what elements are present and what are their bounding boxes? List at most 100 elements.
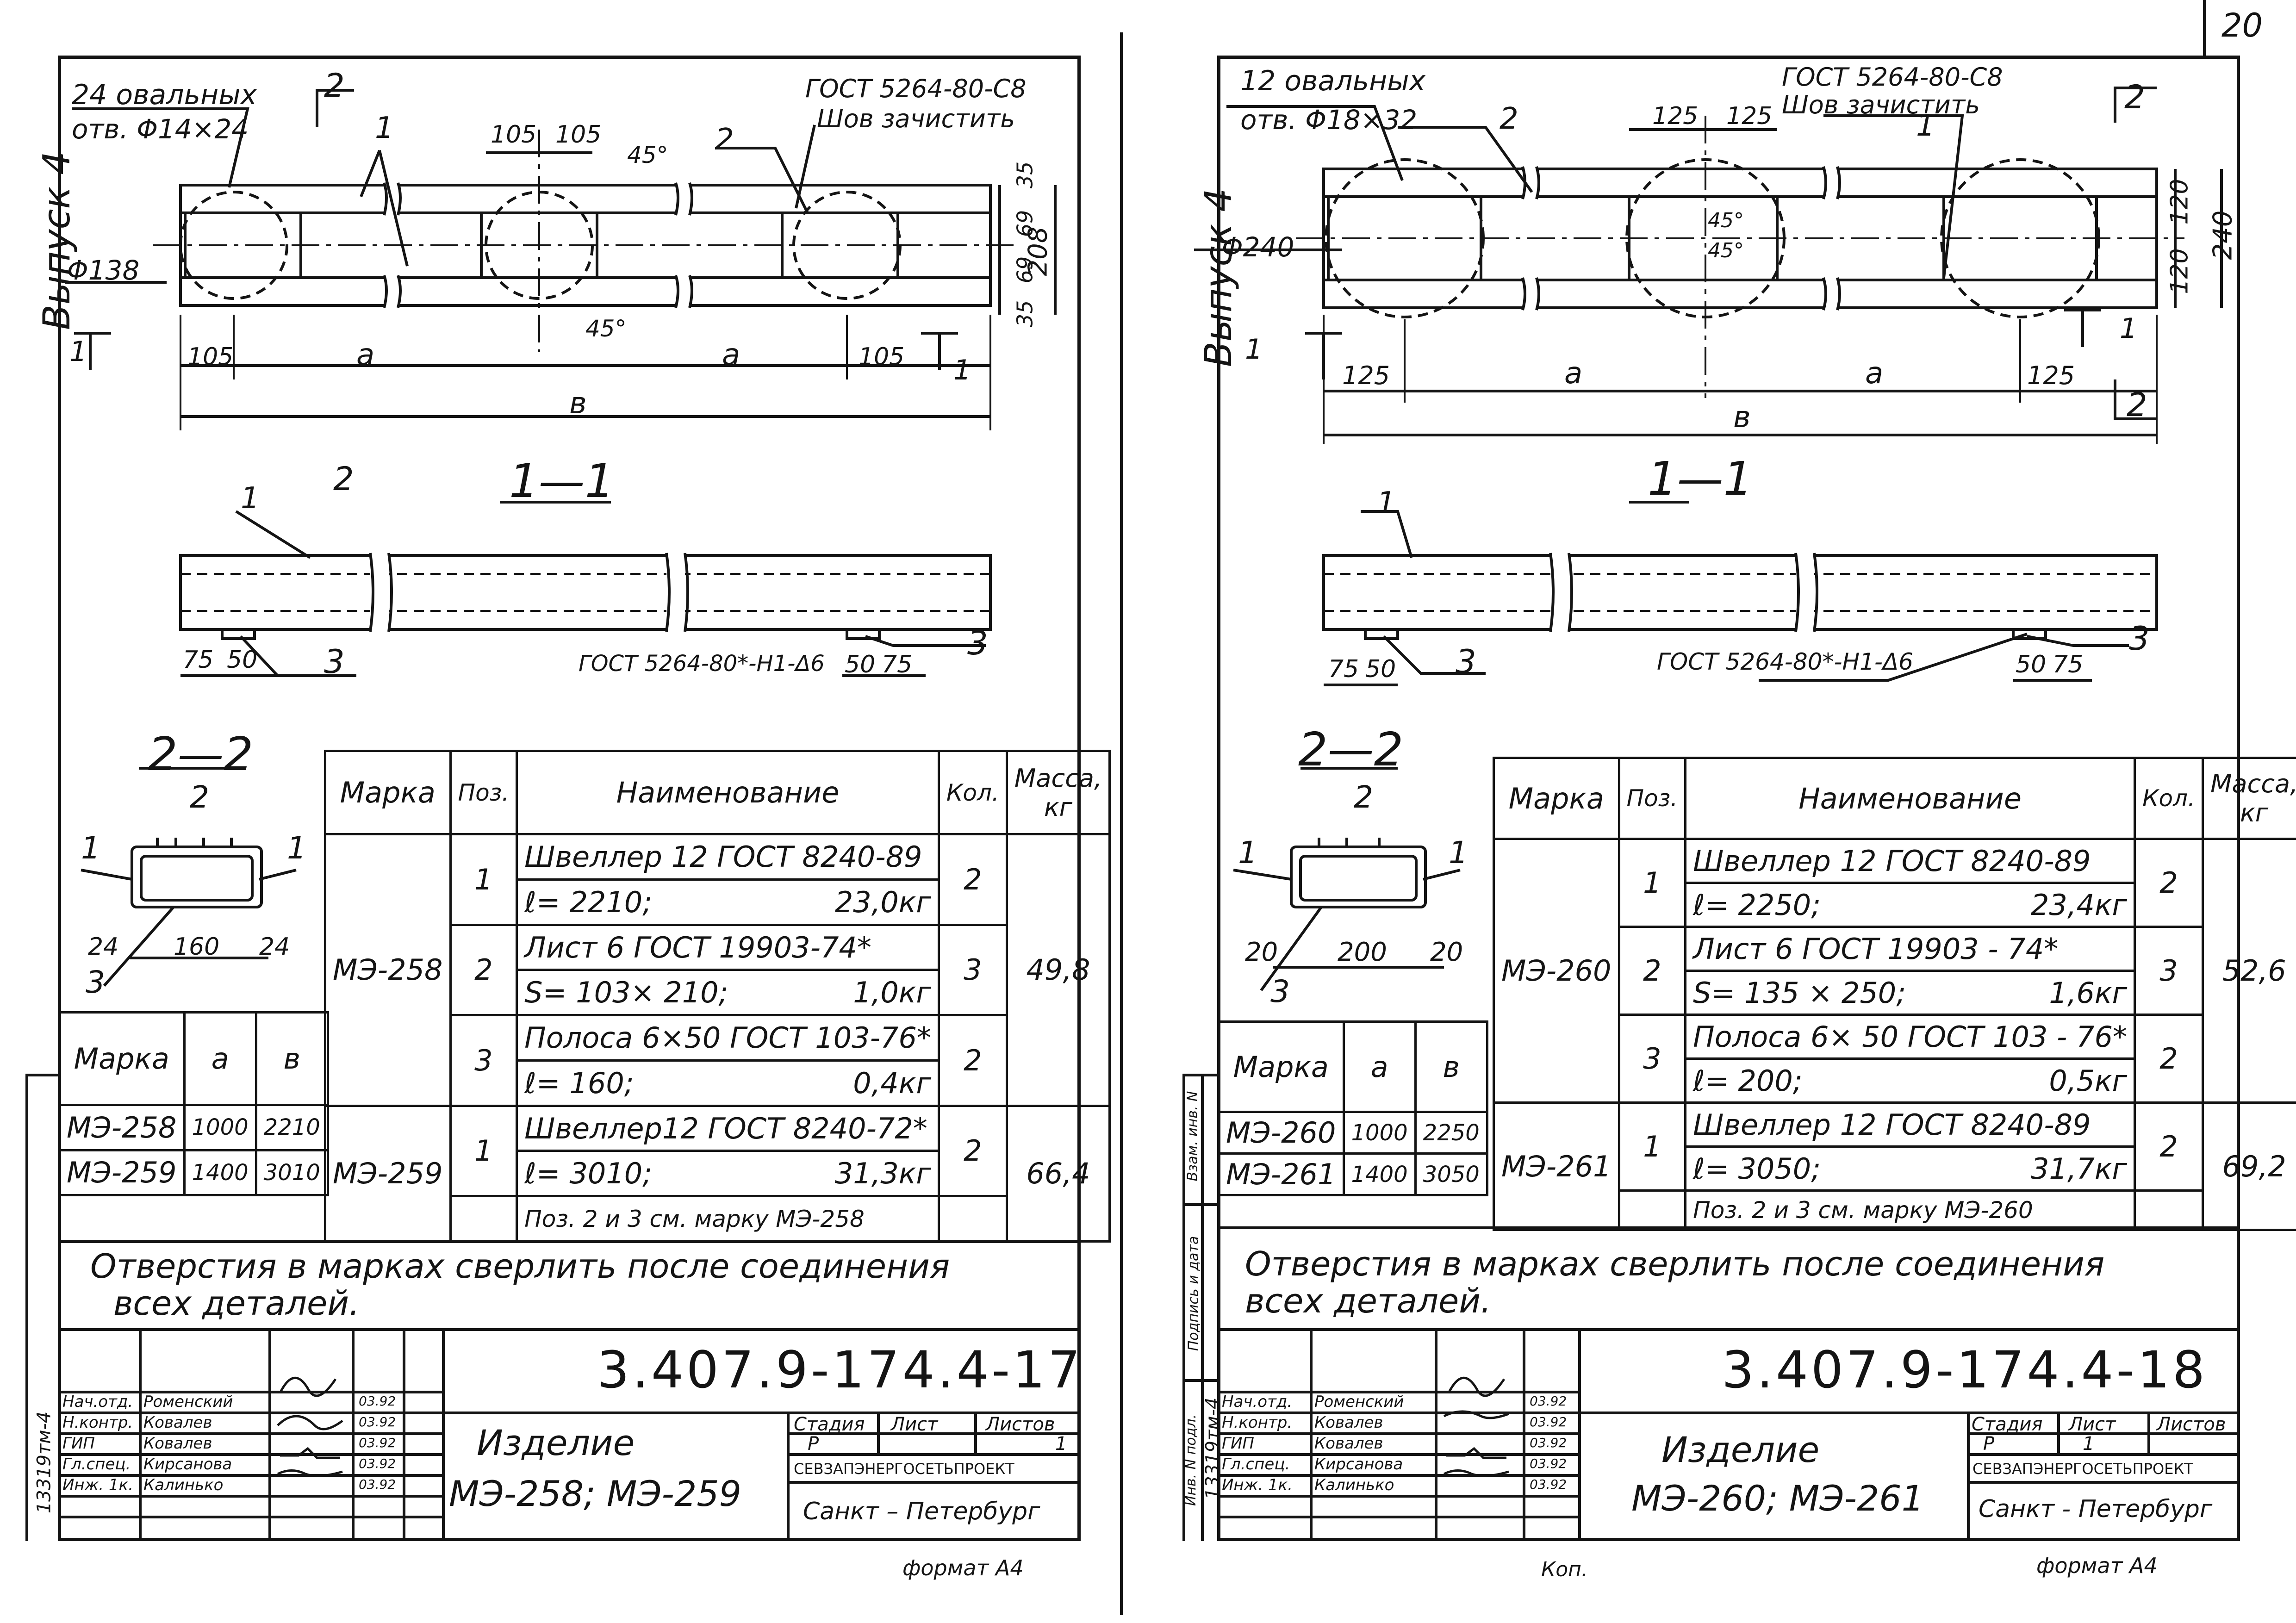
tb-line — [58, 1453, 442, 1456]
section-1-1-dim-50b: 50 — [845, 651, 876, 678]
sign-date: 03.92 — [359, 1477, 396, 1492]
section-1-1-dim-75a: 75 — [1328, 655, 1359, 683]
note-top-line — [58, 1240, 1081, 1243]
holes-note-line1: 24 овальных — [72, 79, 257, 111]
spec-sub-right: 0,5кг — [2049, 1063, 2128, 1098]
side-strip-line — [1182, 1379, 1217, 1382]
side-col-label: Взам. инв. N — [1184, 1091, 1201, 1181]
organization: СЕВЗАПЭНЕРГОСЕТЬПРОЕКТ — [794, 1460, 1014, 1478]
sign-date: 03.92 — [359, 1435, 396, 1450]
table-row: МЭ-260 1 Швеллер 12 ГОСТ 8240-89 2 52,6 — [1493, 838, 2296, 1104]
person-name: Роменский — [143, 1393, 233, 1411]
section-2-2-pos-1l: 1 — [81, 830, 100, 866]
spec-sub-right: 0,4кг — [853, 1066, 931, 1100]
table-row: S= 135 × 250;1,6кг — [1494, 970, 2296, 1016]
tb-line — [1217, 1495, 1578, 1498]
person-name: Ковалев — [143, 1434, 212, 1453]
ab-cell: 1400 — [183, 1149, 257, 1196]
section-1-1-dim-50b: 50 — [2016, 651, 2047, 678]
center-divider — [1120, 32, 1123, 1615]
role: ГИП — [1222, 1434, 1254, 1453]
table-row: ℓ= 200; 0,5кг — [1494, 1057, 2296, 1104]
tb-line — [58, 1432, 442, 1435]
tb-line — [1217, 1328, 2240, 1331]
spec-mark-1: МЭ-260 — [1493, 838, 1620, 1104]
pos-1: 1 — [375, 111, 394, 145]
spec-sub-right: 1,0кг — [853, 976, 931, 1010]
spec-sub-left: ℓ= 2250; — [1693, 888, 1821, 922]
section-2-2-title: 2—2 — [1298, 722, 1404, 777]
ab-cell: МЭ-258 — [58, 1104, 186, 1151]
ab-cell: 1000 — [1342, 1111, 1417, 1155]
side-strip-line — [25, 1074, 28, 1541]
section-mark-2-bottom: 2 — [333, 460, 354, 498]
sheet-value: 1 — [2083, 1433, 2095, 1455]
person-name: Ковалев — [1314, 1413, 1383, 1432]
ab-header-b: в — [255, 1011, 329, 1106]
organization: СЕВЗАПЭНЕРГОСЕТЬПРОЕКТ — [1972, 1460, 2193, 1478]
stage-header: Стадия — [1972, 1414, 2043, 1435]
ab-cell: 3010 — [255, 1149, 329, 1196]
section-1-1-pos-3a: 3 — [1456, 643, 1476, 681]
spec-qty: 2 — [2134, 838, 2204, 928]
spec-sub-left: S= 103× 210; — [524, 976, 728, 1010]
dim-phi: Φ138 — [67, 255, 140, 286]
note-top-line — [1217, 1226, 2240, 1229]
dim-right-35a: 35 — [1012, 161, 1038, 189]
section-2-2-title: 2—2 — [148, 727, 254, 781]
spec-mark-2: МЭ-259 — [324, 1104, 452, 1243]
side-col-label: Подпись и дата — [1185, 1236, 1202, 1351]
tb-line — [1217, 1453, 1578, 1456]
tb-line — [1217, 1412, 1578, 1414]
table-row: МЭ-261 1 Швеллер 12 ГОСТ 8240-89 2 69,2 — [1493, 1101, 2296, 1231]
person-name: Роменский — [1314, 1393, 1404, 1411]
section-2-2-dim-right: 20 — [1430, 937, 1463, 967]
dim-end-left: 105 — [187, 343, 234, 371]
ab-header-b: в — [1414, 1020, 1488, 1113]
spec-mass-1: 52,6 — [2201, 838, 2296, 1104]
holes-note-line1: 12 овальных — [1240, 65, 1426, 97]
product-label: Изделие — [477, 1422, 635, 1463]
tb-line — [787, 1432, 1081, 1435]
role: Нач.отд. — [1222, 1393, 1293, 1411]
tb-line — [787, 1453, 1081, 1456]
dim-105-a: 105 — [491, 121, 537, 149]
section-1-1-gost: ГОСТ 5264-80*-Н1-Δ6 — [579, 651, 825, 677]
tb-line — [58, 1516, 442, 1518]
spec-header-mark: Марка — [1493, 757, 1620, 840]
drawing-code: 3.407.9-174.4-18 — [1722, 1340, 2208, 1399]
section-1-1-pos-3a: 3 — [324, 643, 345, 681]
tb-line — [1578, 1412, 2240, 1414]
spec-qty: 2 — [937, 1104, 1008, 1198]
section-1-1-pos-1: 1 — [1377, 486, 1396, 520]
weld-note: Шов зачистить — [1782, 90, 1980, 119]
spec-name: Лист 6 ГОСТ 19903-74* — [516, 923, 940, 971]
tb-line — [1217, 1474, 1578, 1477]
sheets-header: Листов — [2157, 1414, 2226, 1435]
section-2-2-pos-1r: 1 — [1449, 835, 1468, 871]
tb-line — [1435, 1328, 1437, 1541]
role: Инж. 1к. — [62, 1476, 133, 1494]
inventory-number: 13319тм-4 — [1202, 1397, 1224, 1500]
spec-empty — [937, 1195, 1008, 1243]
section-2-2-pos-1l: 1 — [1238, 835, 1257, 871]
spec-header-mass: Масса, кг — [2201, 757, 2296, 840]
tb-line — [58, 1391, 442, 1393]
spec-pos: 2 — [449, 923, 518, 1017]
drilling-note-line2: всех деталей. — [1245, 1281, 1491, 1320]
dim-a-2: а — [1865, 356, 1884, 391]
role: Нач.отд. — [62, 1393, 133, 1411]
ab-cell: МЭ-261 — [1217, 1152, 1345, 1196]
section-mark-1-right: 1 — [953, 354, 971, 386]
dim-a-2: а — [722, 338, 740, 372]
role: Н.контр. — [62, 1413, 133, 1432]
drawing-code: 3.407.9-174.4-17 — [597, 1340, 1083, 1399]
tb-line — [58, 1474, 442, 1477]
spec-header-pos: Поз. — [1618, 757, 1687, 840]
spec-sub-left: ℓ= 200; — [1693, 1063, 1803, 1098]
section-1-1-dim-75b: 75 — [2053, 651, 2084, 678]
dim-a-1: а — [356, 338, 375, 372]
